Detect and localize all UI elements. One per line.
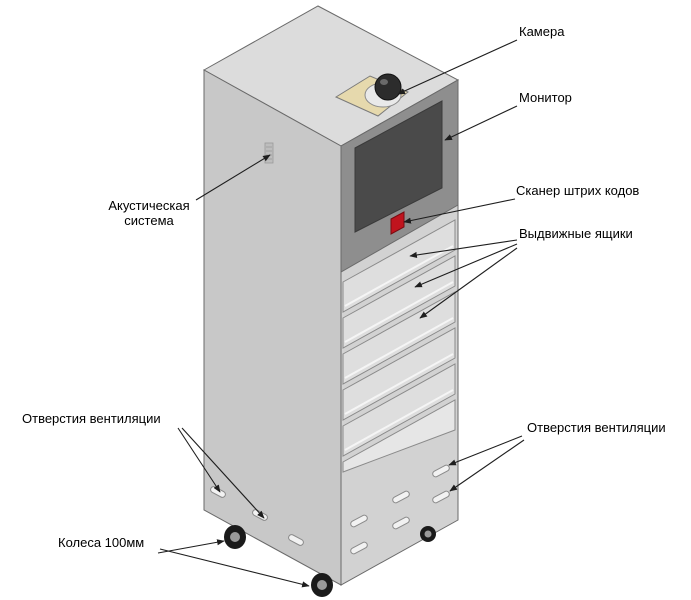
leader-monitor bbox=[444, 105, 518, 141]
barcode-scanner bbox=[390, 211, 405, 235]
label-wheels: Колеса 100мм bbox=[58, 535, 145, 550]
leader-scanner bbox=[403, 198, 516, 224]
leader-lines bbox=[157, 39, 525, 588]
leader-drawer-2 bbox=[414, 243, 518, 288]
leader-vent-right-1 bbox=[448, 435, 523, 466]
label-vent-right: Отверстия вентиляции bbox=[527, 420, 666, 435]
camera-highlight bbox=[380, 79, 388, 85]
speaker-grille bbox=[264, 142, 274, 164]
leader-vent-left-1 bbox=[177, 427, 221, 493]
leader-acoustic bbox=[195, 154, 271, 201]
wheel bbox=[224, 525, 246, 549]
label-acoustic-line2: система bbox=[124, 213, 174, 228]
wheels bbox=[224, 525, 436, 597]
drawer bbox=[342, 363, 456, 457]
drawer bbox=[342, 327, 456, 421]
wheel bbox=[420, 526, 436, 542]
label-vent-left: Отверстия вентиляции bbox=[22, 411, 161, 426]
front-vents bbox=[350, 464, 450, 555]
monitor-screen bbox=[354, 100, 443, 233]
label-monitor: Монитор bbox=[519, 90, 572, 105]
label-acoustic-line1: Акустическая bbox=[108, 198, 190, 213]
leader-drawer-3 bbox=[419, 247, 518, 319]
drawer bbox=[342, 399, 456, 473]
leader-vent-right-2 bbox=[449, 439, 525, 492]
label-camera: Камера bbox=[519, 24, 565, 39]
leader-drawer-1 bbox=[409, 239, 518, 259]
label-scanner: Сканер штрих кодов bbox=[516, 183, 640, 198]
wheel bbox=[311, 573, 333, 597]
leader-vent-left-2 bbox=[181, 427, 265, 519]
leader-camera bbox=[397, 39, 518, 95]
camera bbox=[334, 73, 409, 117]
drawer-shadows bbox=[344, 245, 454, 451]
drawer bbox=[342, 255, 456, 349]
leader-wheel-2 bbox=[159, 548, 310, 588]
label-acoustic: Акустическая система bbox=[103, 198, 195, 228]
label-drawers: Выдвижные ящики bbox=[519, 226, 633, 241]
drawer bbox=[342, 219, 456, 313]
camera-dome bbox=[374, 73, 402, 101]
